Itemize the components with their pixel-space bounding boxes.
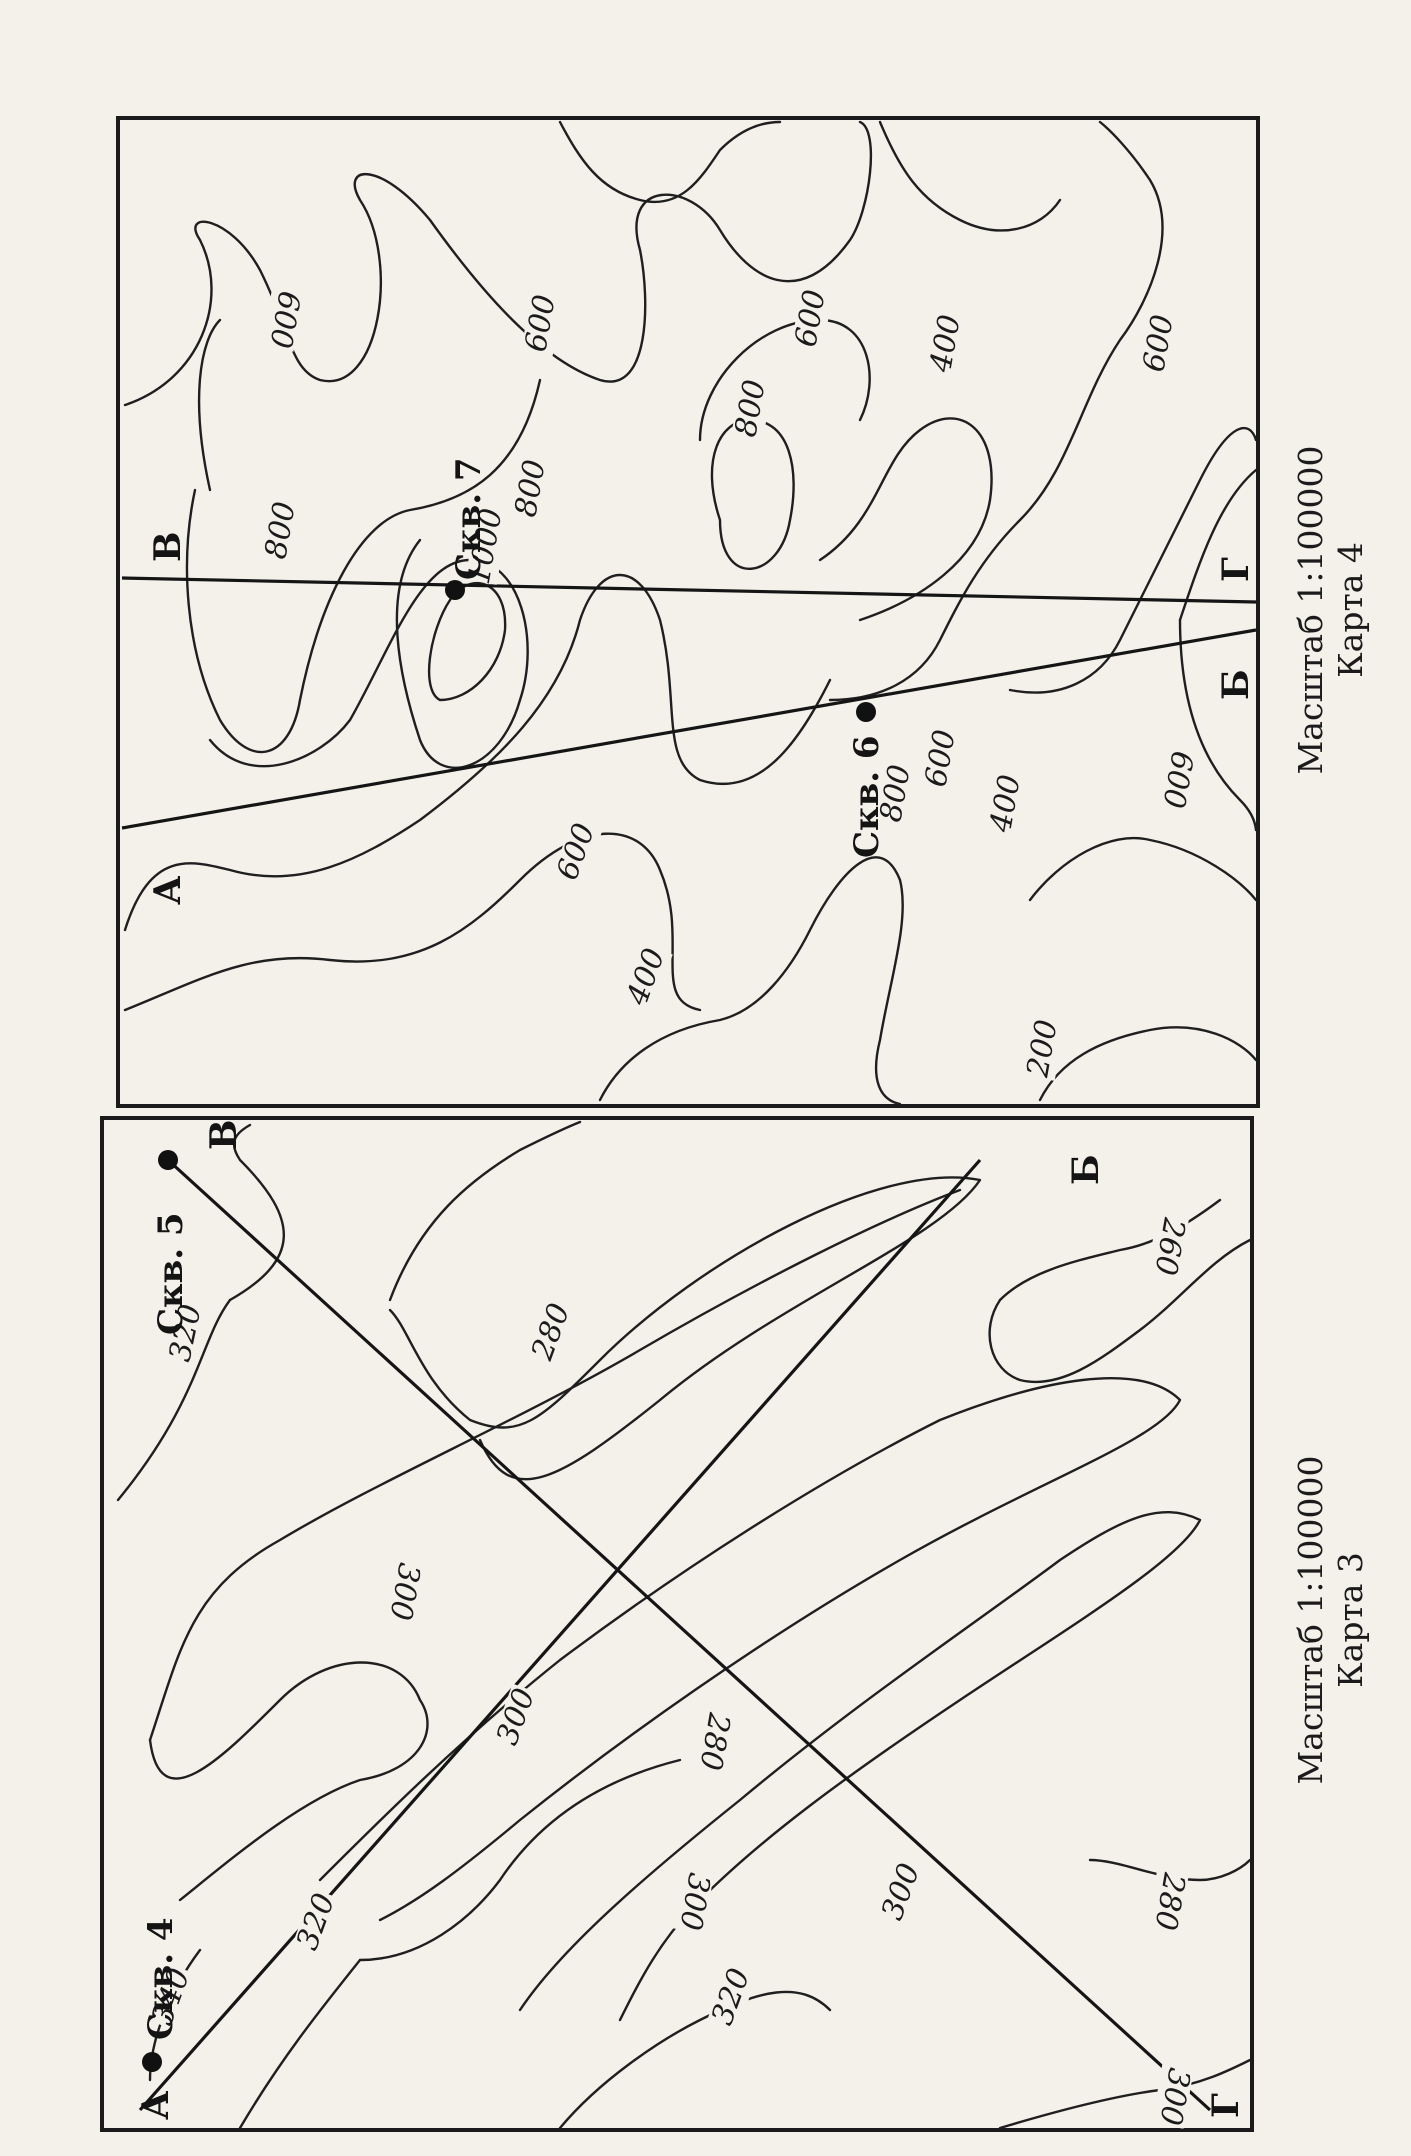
- isoline: [148, 1188, 962, 1742]
- isoline-value: 800: [508, 457, 552, 519]
- isoline-value: 300: [382, 1560, 426, 1622]
- isoline: [123, 574, 832, 932]
- isoline-value: 600: [1155, 748, 1199, 810]
- isoline: [238, 1958, 362, 2130]
- isoline-value: 280: [692, 1709, 737, 1772]
- isoline: [1178, 618, 1258, 832]
- well-label: Скв. 4: [141, 1917, 181, 2040]
- isoline: [395, 538, 529, 769]
- isoline-value: 400: [619, 944, 672, 1011]
- isoline-value: 200: [1020, 1017, 1065, 1080]
- isoline: [698, 318, 871, 442]
- isoline: [116, 1298, 232, 1502]
- isoline-value: 800: [258, 499, 302, 561]
- isoline: [1038, 1026, 1258, 1102]
- profile-endpoint-B: Б: [1215, 669, 1257, 700]
- isoline: [598, 856, 904, 1106]
- isoline: [518, 1511, 1202, 2022]
- map-3-profile-endpoints: А В Б Г: [135, 1120, 1247, 2120]
- isoline: [828, 120, 1164, 702]
- isoline-value: 600: [788, 287, 832, 349]
- map-3-frame: [100, 1116, 1254, 2132]
- profile-endpoint-G: Г: [1205, 2093, 1247, 2118]
- map-4-profile-endpoints: А В Б Г: [147, 532, 1257, 905]
- isoline: [998, 2058, 1252, 2130]
- map-3-isolines: [116, 1120, 1252, 2130]
- isoline-value: 400: [983, 772, 1028, 835]
- isoline: [318, 1377, 1182, 1922]
- map-3-profile-line-VG: [166, 1158, 1212, 2112]
- isoline: [208, 558, 472, 768]
- isoline: [388, 1176, 982, 1481]
- profile-endpoint-A: А: [135, 2091, 177, 2120]
- isoline: [123, 832, 702, 1012]
- map-3-wells: Скв. 4 Скв. 5: [141, 1150, 191, 2072]
- well-dot: [142, 2052, 162, 2072]
- isoline: [228, 1123, 285, 1302]
- map-4-frame: [116, 116, 1260, 1108]
- map-4-title-caption: Карта 4: [1331, 542, 1370, 678]
- isoline: [358, 1758, 682, 1962]
- isoline: [1178, 468, 1258, 622]
- isoline: [558, 120, 782, 203]
- map-4-wells: Скв. 7 Скв. 6: [445, 457, 887, 858]
- map-3-caption: Масштаб 1:100000 Карта 3: [1291, 1455, 1370, 1784]
- isoline-value: 300: [1152, 2065, 1196, 2127]
- isoline-value: 600: [518, 292, 562, 354]
- well-dot: [158, 1150, 178, 1170]
- isoline: [388, 1120, 582, 1302]
- isoline-value: 320: [290, 1889, 342, 1955]
- map-3-scale-caption: Масштаб 1:100000: [1291, 1455, 1330, 1784]
- isoline: [148, 1661, 429, 1902]
- isoline-value: 280: [1147, 1869, 1192, 1932]
- profile-endpoint-A: А: [147, 876, 189, 905]
- map-3-profile-line-AB: [138, 1158, 982, 2112]
- map-4-profile-line-VG: [121, 576, 1257, 604]
- well-label: Скв. 7: [449, 457, 489, 580]
- isoline-value: 320: [705, 1964, 757, 2030]
- well-label: Скв. 5: [151, 1212, 191, 1335]
- isoline-value: 600: [918, 727, 962, 789]
- map-4-scale-caption: Масштаб 1:100000: [1291, 445, 1330, 774]
- isoline-value: 600: [1136, 312, 1180, 374]
- isoline-value: 300: [672, 1870, 716, 1932]
- map-4-isoline-labels: 600 800 600 1000 800 600 800 600 400 800…: [258, 286, 1200, 1081]
- isoline-value: 260: [1147, 1214, 1192, 1277]
- isoline: [558, 1990, 832, 2130]
- isoline-value: 280: [524, 1299, 577, 1366]
- profile-endpoint-G: Г: [1215, 557, 1257, 582]
- isoline-value: 600: [262, 288, 306, 350]
- well-dot: [445, 580, 465, 600]
- isoline: [427, 582, 507, 702]
- isoline: [197, 318, 222, 492]
- isoline: [123, 120, 873, 407]
- isoline-value: 600: [550, 819, 602, 885]
- map-4-caption: Масштаб 1:100000 Карта 4: [1291, 445, 1370, 774]
- map-3: 320 280 260 300 300 280 300 300 340 320 …: [100, 1116, 1370, 2132]
- map-4: 600 800 600 1000 800 600 800 600 400 800…: [116, 116, 1370, 1108]
- profile-endpoint-V: В: [203, 1120, 245, 1150]
- map-3-isoline-labels: 320 280 260 300 300 280 300 300 340 320 …: [145, 1214, 1197, 2129]
- map-4-isolines: [123, 120, 1258, 1106]
- isoline: [988, 1238, 1252, 1384]
- profile-endpoint-V: В: [147, 532, 189, 562]
- isoline: [710, 418, 795, 570]
- isoline: [1028, 836, 1258, 902]
- map-4-profile-line-AB: [121, 628, 1257, 830]
- isoline: [878, 120, 1062, 232]
- map-3-title-caption: Карта 3: [1331, 1552, 1370, 1688]
- isoline-value: 300: [490, 1684, 542, 1750]
- isoline-value: 300: [875, 1859, 927, 1925]
- isoline: [818, 417, 993, 622]
- well-label: Скв. 6: [847, 735, 887, 858]
- isoline: [1008, 426, 1258, 694]
- isoline: [1088, 1858, 1252, 1882]
- isoline-value: 400: [923, 312, 968, 375]
- isoline-value: 800: [728, 377, 772, 439]
- well-dot: [856, 702, 876, 722]
- profile-endpoint-B: Б: [1065, 1154, 1107, 1185]
- isoline: [185, 378, 542, 754]
